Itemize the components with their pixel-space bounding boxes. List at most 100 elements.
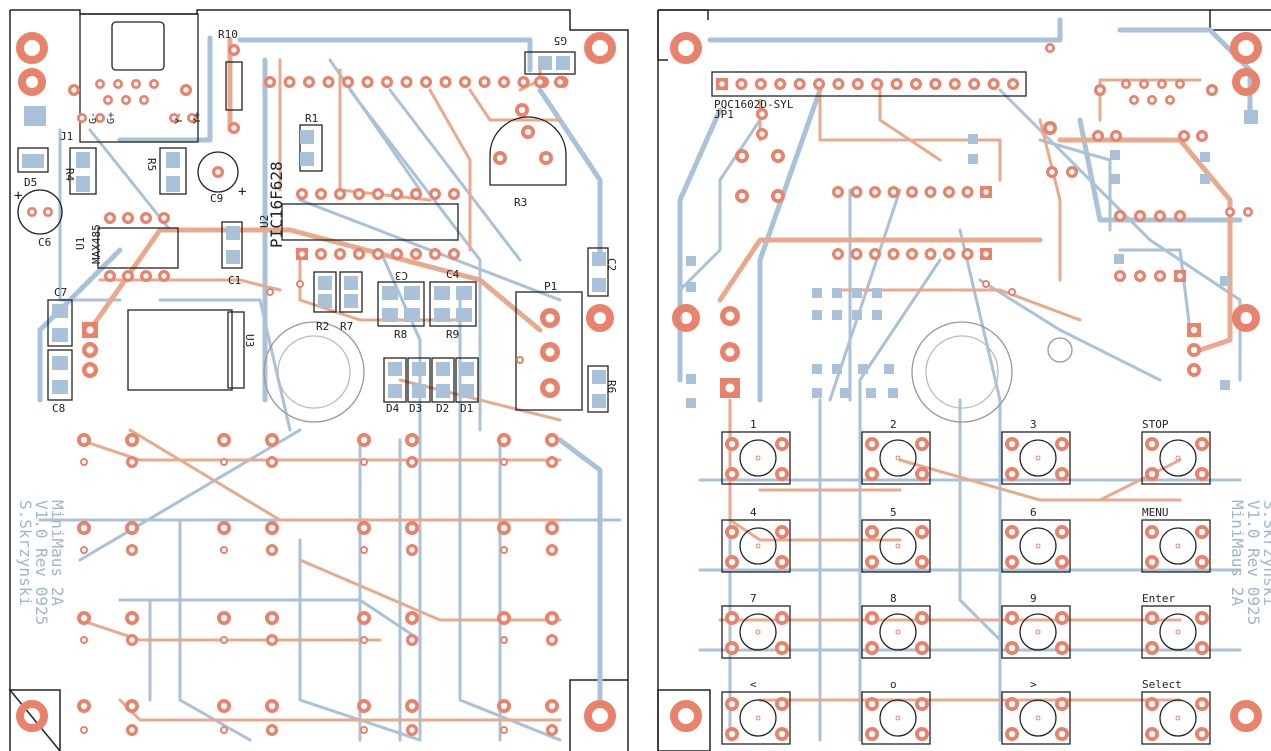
- keypad-key-frame: [1001, 519, 1071, 573]
- left-side-text-1: S.Skrzynski: [16, 500, 35, 606]
- pad-hole: [409, 727, 415, 733]
- pad-hole: [500, 436, 508, 444]
- pad-hole: [403, 79, 410, 85]
- pad-hole: [1123, 81, 1129, 87]
- keypad-key-frame: [1001, 431, 1071, 485]
- pad-hole: [128, 702, 136, 710]
- diode-d4: [383, 357, 407, 403]
- label-d3: D3: [409, 402, 422, 415]
- pad-hole: [394, 191, 400, 197]
- pad-hole: [408, 436, 416, 444]
- pad-hole: [413, 191, 419, 197]
- pad-hole: [143, 273, 149, 279]
- pad-hole: [1046, 124, 1054, 132]
- keypad-key-center: [895, 455, 901, 461]
- pad-hole: [286, 79, 293, 85]
- pad-hole: [1245, 209, 1251, 215]
- pad-hole: [115, 81, 121, 87]
- pad-hole: [231, 125, 237, 131]
- keypad-key-circle: [739, 527, 777, 565]
- pad-hole: [1148, 558, 1156, 566]
- pad-hole: [408, 702, 416, 710]
- pad-hole: [413, 251, 419, 257]
- keypad-key-frame: [861, 691, 931, 745]
- label-r10: R10: [218, 28, 238, 41]
- pad-hole: [549, 727, 555, 733]
- keypad-key-circle: [879, 527, 917, 565]
- pad-hole: [1198, 644, 1206, 652]
- pad-hole: [983, 251, 989, 257]
- keypad-key: o: [861, 678, 931, 745]
- pad-hole: [964, 189, 971, 195]
- keypad-key-label: <: [750, 678, 757, 691]
- pad-hole: [82, 638, 86, 642]
- keypad-key-label: 6: [1030, 506, 1037, 519]
- pad-hole: [80, 436, 88, 444]
- pad-hole: [853, 189, 860, 195]
- pad-hole: [496, 154, 504, 162]
- right-board-outline: [657, 9, 1271, 751]
- transistor-r3: [489, 116, 567, 186]
- label-g-plus: G+: [106, 112, 117, 124]
- keypad-key-frame: [721, 605, 791, 659]
- keypad-key-center: [1035, 629, 1041, 635]
- pad-hole: [269, 547, 275, 553]
- pad-hole: [79, 115, 85, 121]
- pad-hole: [408, 524, 416, 532]
- pad-hole: [549, 547, 555, 553]
- pad-hole: [1008, 558, 1016, 566]
- pad-hole: [946, 251, 952, 257]
- keypad-key-frame: [1001, 691, 1071, 745]
- pad-hole: [738, 152, 746, 160]
- pad-hole: [423, 79, 429, 85]
- pad-hole: [728, 470, 736, 478]
- pad-hole: [835, 189, 841, 195]
- pad-hole: [918, 558, 926, 566]
- pad-hole: [1148, 730, 1156, 738]
- keypad-key-label: >: [1030, 678, 1037, 691]
- keypad-key-circle: [739, 699, 777, 737]
- left-side-text-2: V1.0 Rev 0925: [32, 500, 51, 625]
- pad-hole: [222, 728, 226, 732]
- pad-hole: [222, 548, 226, 552]
- keypad-key: 1: [721, 418, 791, 485]
- mounting-hole-center: [263, 321, 365, 423]
- pad-hole: [778, 470, 786, 478]
- keypad-key: 9: [1001, 592, 1071, 659]
- pad-hole: [1097, 87, 1103, 93]
- pad-hole: [356, 191, 362, 197]
- keypad-key-center: [895, 629, 901, 635]
- keypad-key-frame: [1141, 605, 1211, 659]
- pad-hole: [868, 700, 876, 708]
- left-board-outline: [8, 9, 629, 751]
- pad-hole: [500, 702, 508, 710]
- capacitor-c8: [47, 349, 73, 401]
- label-d4: D4: [386, 402, 400, 415]
- label-u3: U3: [243, 334, 256, 347]
- pad-hole: [719, 81, 725, 87]
- pad-hole: [1190, 326, 1198, 334]
- capacitor-c2: [587, 247, 609, 297]
- pad-hole: [432, 251, 438, 257]
- pad-hole: [364, 79, 371, 85]
- keypad-key-label: Enter: [1142, 592, 1175, 605]
- pad-hole: [537, 79, 543, 85]
- pad-hole: [318, 191, 324, 197]
- pad-hole: [1148, 644, 1156, 652]
- keypad-key-circle: [739, 439, 777, 477]
- pad-hole: [548, 524, 556, 532]
- pad-hole: [1008, 614, 1016, 622]
- keypad-key-frame: [1001, 605, 1071, 659]
- keypad-key-frame: [1141, 519, 1211, 573]
- keypad-key-center: [755, 455, 761, 461]
- keypad-key-label: o: [890, 678, 897, 691]
- keypad-key-circle: [1159, 439, 1197, 477]
- pad-hole: [545, 383, 555, 393]
- resistor-r2: [313, 271, 337, 313]
- keypad-key-center: [895, 715, 901, 721]
- pad-hole: [299, 251, 305, 257]
- keypad-key: 2: [861, 418, 931, 485]
- label-p1: P1: [544, 280, 557, 293]
- pad-hole: [758, 81, 764, 87]
- pad-hole: [1058, 700, 1066, 708]
